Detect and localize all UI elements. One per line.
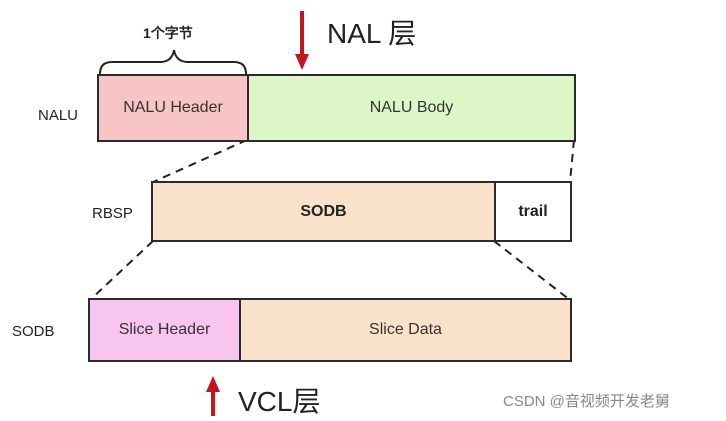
watermark: CSDN @音视频开发老舅 [503,393,670,410]
nal-down-arrow-icon [295,11,309,70]
vcl-layer-label: VCL层 [238,386,321,417]
nal-layer-label: NAL 层 [327,18,417,49]
rbsp-sodb-box: SODB [151,181,496,242]
nalu-body-text: NALU Body [369,99,454,116]
slice-data-text: Slice Data [369,321,442,338]
brace-label: 1个字节 [143,25,193,41]
slice-data-box: Slice Data [239,298,572,362]
sodb-row-label: SODB [12,323,55,340]
vcl-up-arrow-icon [206,376,220,416]
rbsp-trail-text: trail [518,202,548,220]
slice-header-text: Slice Header [118,321,211,338]
slice-header-box: Slice Header [88,298,241,362]
expand-line-left-2 [89,240,154,301]
expand-line-right-2 [493,240,571,301]
nalu-body-box: NALU Body [247,74,576,142]
rbsp-row-label: RBSP [92,205,133,222]
expand-line-left-1 [152,139,248,183]
rbsp-sodb-text: SODB [300,202,347,220]
nalu-header-box: NALU Header [97,74,249,142]
byte-brace [99,49,247,75]
rbsp-trail-box: trail [494,181,572,242]
expand-line-right-1 [569,139,575,183]
nalu-header-text: NALU Header [123,99,223,116]
nalu-row-label: NALU [38,107,79,124]
